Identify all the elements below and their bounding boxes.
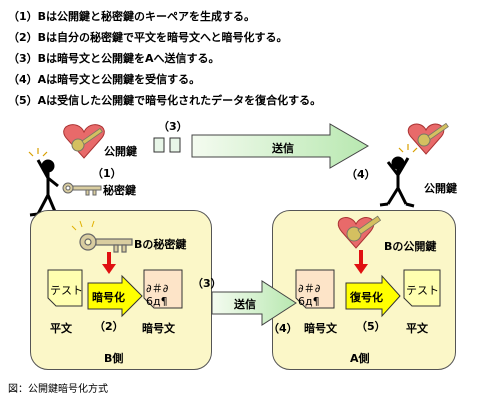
label-cipher-b: 暗号文 <box>142 322 175 335</box>
step-1: （1）Bは公開鍵と秘密鍵のキーペアを生成する。 <box>8 10 256 23</box>
label-plain-b: 平文 <box>50 322 72 335</box>
idea-spark-icon-a <box>398 144 418 153</box>
idea-spark-icon <box>28 148 48 157</box>
decrypt-label: 復号化 <box>350 291 383 304</box>
label-secret-key: 秘密鍵 <box>103 184 136 197</box>
step-2: （2）Bは自分の秘密鍵で平文を暗号文へと暗号化する。 <box>8 31 288 44</box>
label-send-mid: 送信 <box>234 298 256 311</box>
label-step1: （1） <box>92 167 122 180</box>
secret-key-icon-top <box>62 182 102 196</box>
label-public-key-b: 公開鍵 <box>104 145 137 158</box>
cipher-doc-a-text: ∂＃∂ 6д¶ <box>298 282 321 308</box>
packet-2 <box>169 137 181 153</box>
cipher-doc-b-text: ∂＃∂ 6д¶ <box>146 282 169 308</box>
label-public-key-a: 公開鍵 <box>424 182 457 195</box>
figure-caption: 図：公開鍵暗号化方式 <box>8 384 108 395</box>
person-a-icon <box>379 156 415 208</box>
label-step5: （5） <box>356 320 386 333</box>
step-3: （3）Bは暗号文と公開鍵をAへ送信する。 <box>8 52 220 65</box>
step-4: （4）Aは暗号文と公開鍵を受信する。 <box>8 73 201 86</box>
encrypt-label: 暗号化 <box>92 291 125 304</box>
label-step4-mid: （4） <box>268 322 298 335</box>
plain-doc-b-text: テスト <box>50 284 83 297</box>
label-a-side: A側 <box>350 352 370 365</box>
label-plain-a: 平文 <box>406 322 428 335</box>
label-b-public-key: Bの公開鍵 <box>384 240 437 253</box>
step-list: （1）Bは公開鍵と秘密鍵のキーペアを生成する。 （2）Bは自分の秘密鍵で平文を暗… <box>8 6 321 111</box>
step-5: （5）Aは受信した公開鍵で暗号化されたデータを復合化する。 <box>8 94 322 107</box>
person-b-icon <box>29 159 65 218</box>
top-send-arrow <box>191 123 369 169</box>
label-step4-top: （4） <box>346 168 376 181</box>
label-step3-top: （3） <box>158 120 188 133</box>
public-key-icon-left <box>71 127 103 152</box>
label-b-side: B側 <box>104 352 124 365</box>
plain-doc-a-text: テスト <box>406 284 439 297</box>
label-step2: （2） <box>94 320 124 333</box>
label-step3-mid: （3） <box>192 277 222 290</box>
label-send-top: 送信 <box>272 142 294 155</box>
packet-1 <box>153 137 165 153</box>
label-cipher-a: 暗号文 <box>304 322 337 335</box>
public-key-icon-right <box>417 122 449 147</box>
label-b-secret-key: Bの秘密鍵 <box>134 238 187 251</box>
